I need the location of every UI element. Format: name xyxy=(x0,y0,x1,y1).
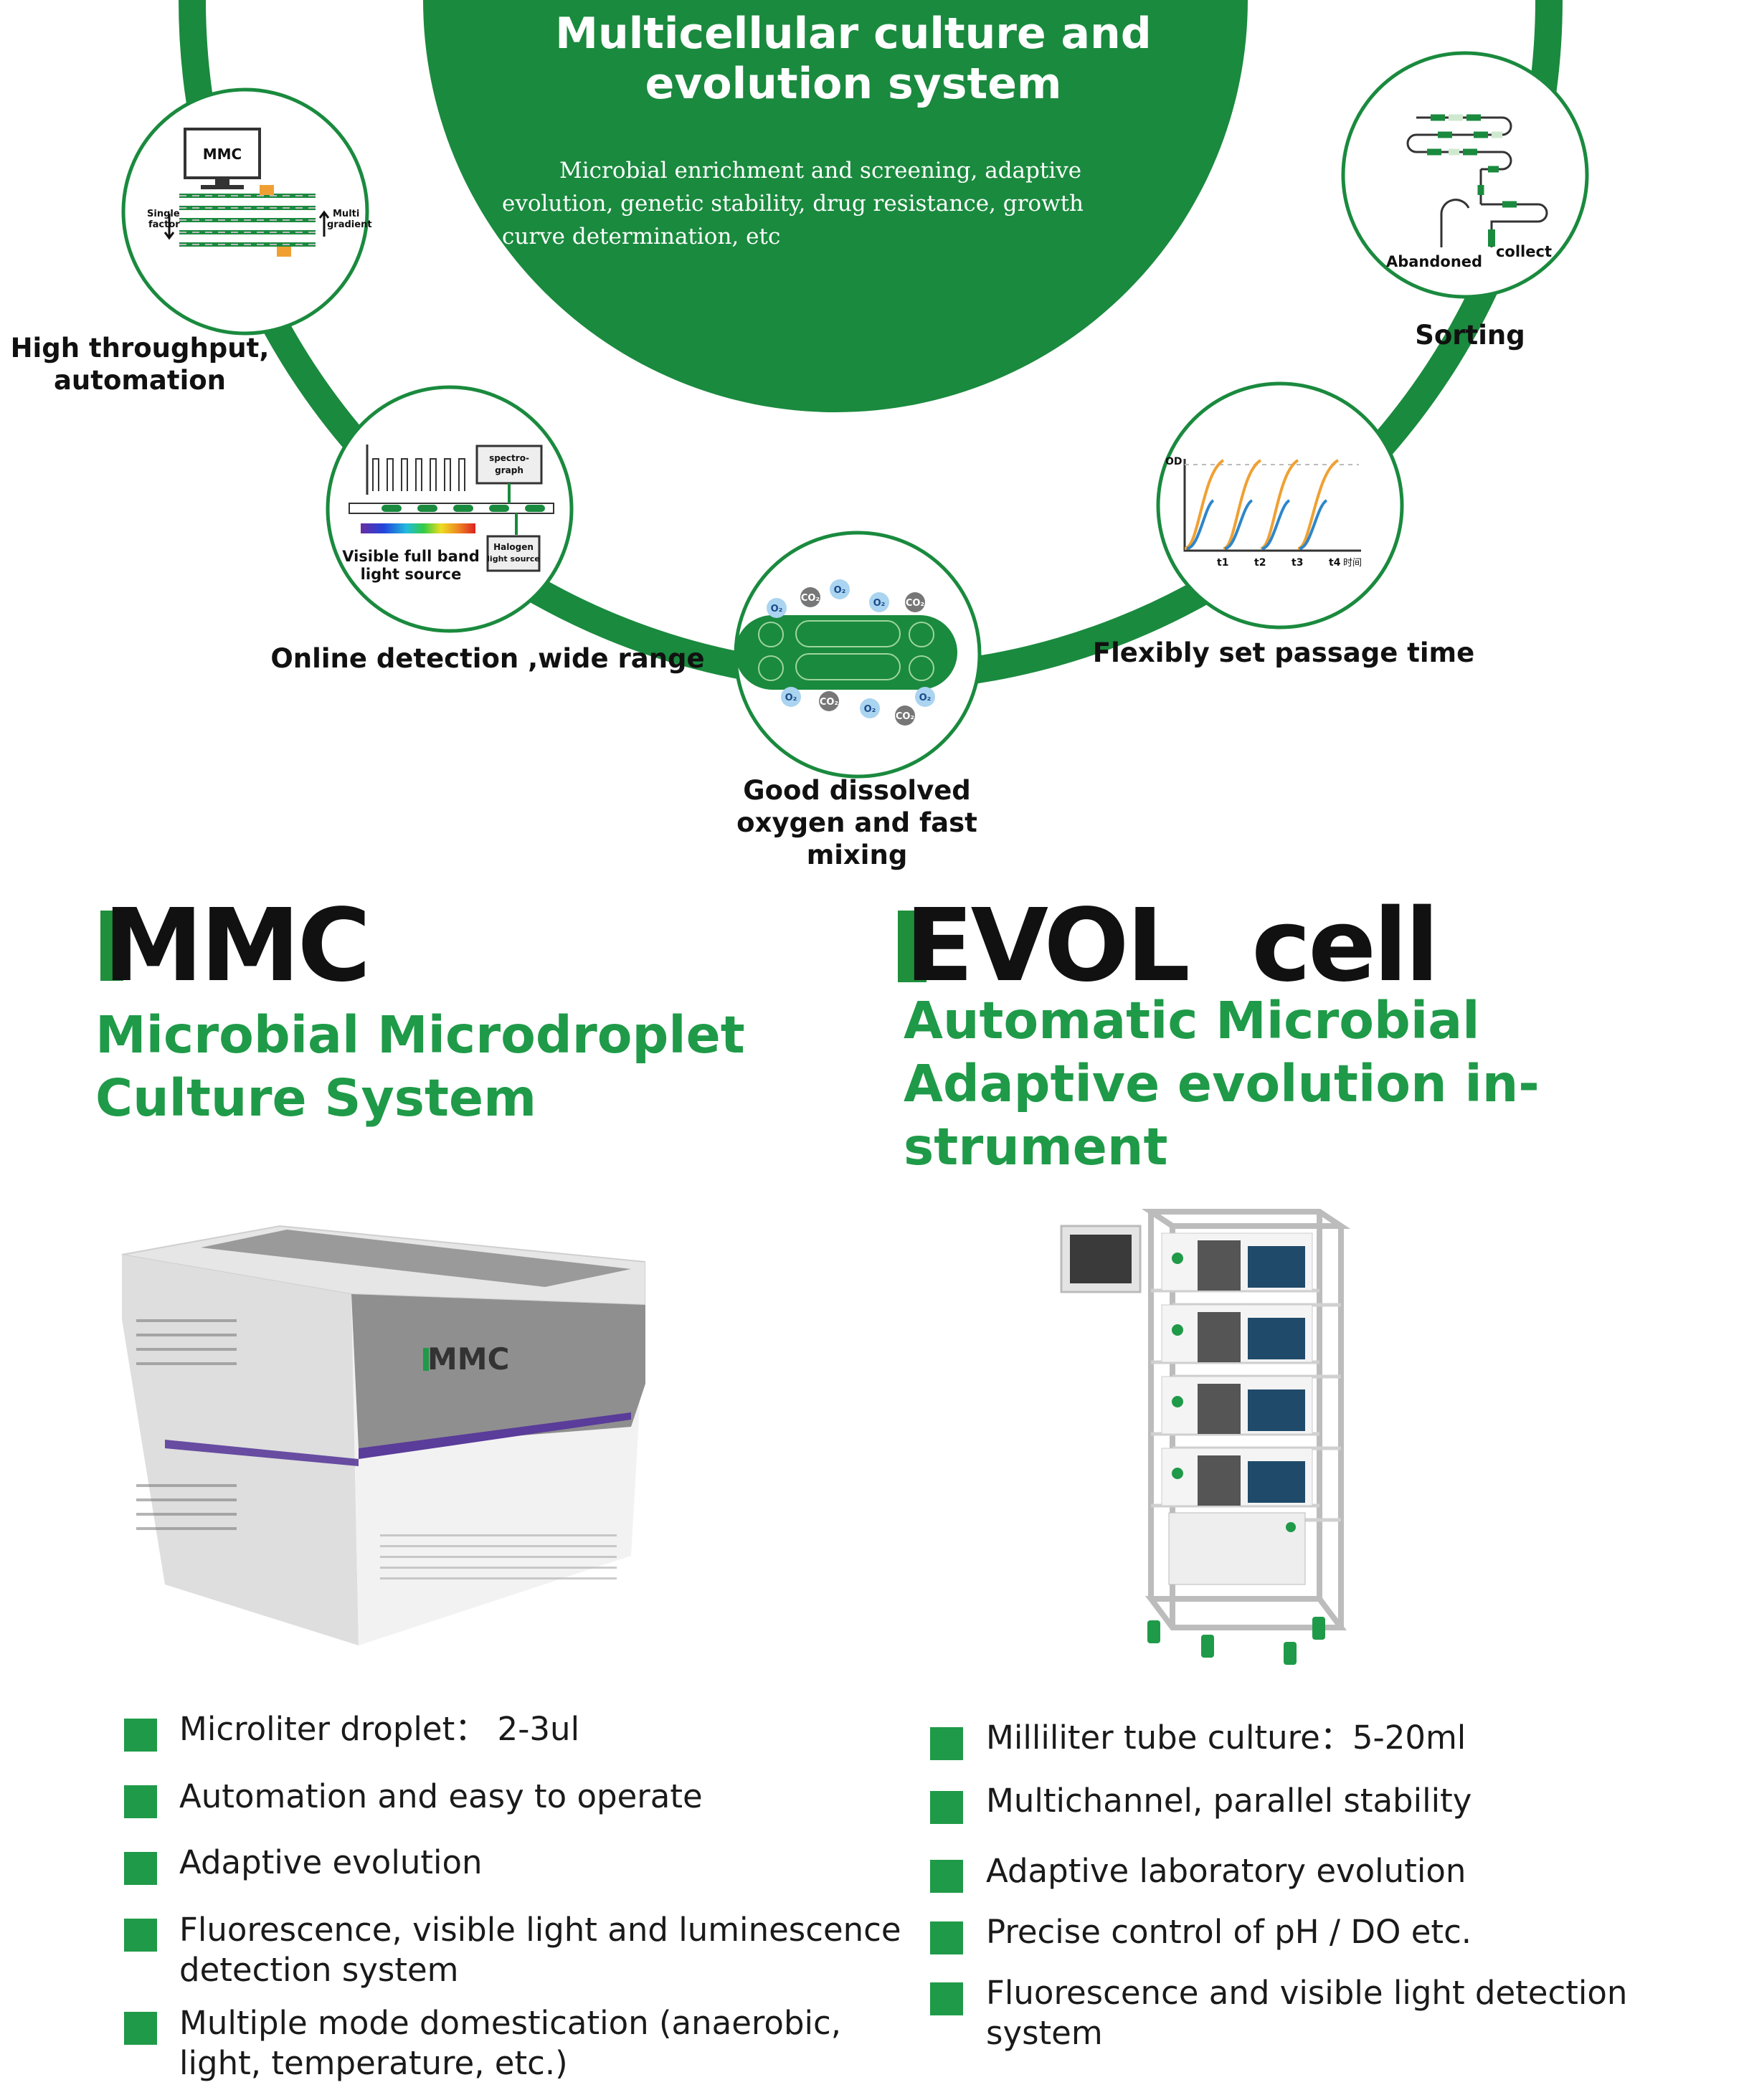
evol-device-image xyxy=(1060,1209,1351,1665)
evolution-system-diagram: MMC Single factor Multi gradient spectro… xyxy=(121,0,1589,779)
svg-text:light source: light source xyxy=(487,554,540,564)
svg-text:O₂: O₂ xyxy=(919,693,932,703)
hero-circle xyxy=(423,0,1248,412)
svg-text:O₂: O₂ xyxy=(864,704,876,715)
evol-title-line2: Adaptive evolution in- xyxy=(904,1054,1540,1113)
passage-time-diagram: OD t1 t2 t3 t4 时间 xyxy=(1156,381,1404,629)
bullet-icon xyxy=(930,1982,963,2015)
monitor-label: MMC xyxy=(203,146,242,163)
tick-t1: t1 xyxy=(1217,557,1228,569)
x-axis-label: 时间 xyxy=(1343,558,1362,569)
svg-text:spectro-: spectro- xyxy=(489,453,529,463)
single-factor-note: Single xyxy=(147,209,180,219)
evol-brand-logo: EVOL cell xyxy=(905,888,1439,1004)
feature-label-sorting: Sorting xyxy=(1415,320,1525,351)
svg-text:O₂: O₂ xyxy=(834,585,846,596)
feature-label-passage-time: Flexibly set passage time xyxy=(1092,637,1475,668)
svg-text:gradient: gradient xyxy=(327,219,372,230)
spectrograph-box xyxy=(475,445,543,485)
svg-text:CO₂: CO₂ xyxy=(896,711,914,722)
bullet-icon xyxy=(124,1852,157,1885)
signal-peaks-icon xyxy=(372,458,465,491)
tick-t3: t3 xyxy=(1292,557,1303,569)
evol-title-line3: strument xyxy=(904,1117,1168,1177)
svg-text:CO₂: CO₂ xyxy=(906,598,924,609)
mmc-spec-5-line2: light, temperature, etc.) xyxy=(179,2044,568,2082)
pump-icon xyxy=(260,185,274,195)
abandoned-label: Abandoned xyxy=(1386,253,1482,270)
hero-subtitle: Microbial enrichment and screening, adap… xyxy=(502,158,1084,250)
mmc-spec-4-line1: Fluorescence, visible light and luminesc… xyxy=(179,1911,901,1949)
mmc-spec-3: Adaptive evolution xyxy=(179,1843,483,1881)
bullet-icon xyxy=(930,1860,963,1893)
bullet-icon xyxy=(124,1719,157,1752)
svg-text:O₂: O₂ xyxy=(785,693,797,703)
svg-text:CO₂: CO₂ xyxy=(820,697,838,708)
bullet-icon xyxy=(124,2012,157,2045)
touchscreen xyxy=(1070,1235,1132,1283)
spectrum-bar xyxy=(361,523,475,533)
arrow-down-icon xyxy=(164,214,175,240)
y-axis-label: OD xyxy=(1165,456,1183,467)
evol-title: Automatic Microbial Adaptive evolution i… xyxy=(904,989,1692,1179)
device-logo: MMC xyxy=(427,1341,509,1377)
feature-label-oxygen: Good dissolved oxygen and fast mixing xyxy=(736,775,977,870)
svg-text:graph: graph xyxy=(495,465,523,475)
mmc-spec-5: Multiple mode domestication (anaerobic, … xyxy=(179,2003,841,2084)
collect-label: collect xyxy=(1496,243,1552,260)
mmc-spec-2: Automation and easy to operate xyxy=(179,1777,703,1815)
bullet-icon xyxy=(930,1921,963,1954)
mmc-title-line2: Culture System xyxy=(95,1068,537,1128)
multi-gradient-note: Multi xyxy=(333,209,359,219)
evol-spec-1: Milliliter tube culture：5-20ml xyxy=(986,1719,1466,1757)
evol-title-line1: Automatic Microbial xyxy=(904,991,1480,1050)
mmc-spec-4-line2: detection system xyxy=(179,1951,459,1989)
svg-text:CO₂: CO₂ xyxy=(801,593,820,604)
high-throughput-diagram: MMC Single factor Multi gradient xyxy=(121,87,372,336)
chamber-shape xyxy=(735,615,957,690)
evol-spec-4: Precise control of pH / DO etc. xyxy=(986,1913,1472,1951)
mmc-title: Microbial Microdroplet Culture System xyxy=(95,1004,812,1130)
svg-text:Halogen: Halogen xyxy=(493,542,534,552)
evol-spec-2: Multichannel, parallel stability xyxy=(986,1782,1472,1820)
feature-label-high-throughput: High throughput, automation xyxy=(10,333,270,396)
evol-spec-5: Fluorescence and visible light detection… xyxy=(986,1973,1627,2053)
svg-text:Visible full band: Visible full band xyxy=(342,548,480,565)
mmc-device-image: MMC xyxy=(121,1225,645,1645)
tick-t2: t2 xyxy=(1254,557,1266,569)
evol-spec-3: Adaptive laboratory evolution xyxy=(986,1852,1466,1890)
evol-spec-5-line1: Fluorescence and visible light detection xyxy=(986,1974,1628,2012)
feature-label-online-detection: Online detection ,wide range xyxy=(270,643,705,674)
svg-text:light source: light source xyxy=(361,566,462,583)
mmc-spec-1: Microliter droplet： 2-3ul xyxy=(179,1710,580,1748)
bullet-icon xyxy=(124,1919,157,1952)
evol-brand-bar xyxy=(898,911,926,982)
sorting-diagram: Abandoned collect xyxy=(1341,51,1589,299)
bullet-icon xyxy=(930,1727,963,1760)
halogen-box xyxy=(486,535,541,572)
arrow-up-icon xyxy=(318,210,330,237)
bullet-icon xyxy=(124,1785,157,1818)
mmc-title-line1: Microbial Microdroplet xyxy=(95,1005,745,1065)
online-detection-diagram: spectro- graph Halogen light source xyxy=(326,385,574,633)
mmc-brand-logo: MMC xyxy=(103,888,371,1004)
hero-title: Multicellular culture and evolution syst… xyxy=(555,9,1152,109)
mmc-brand-bar xyxy=(100,911,123,981)
mmc-spec-5-line1: Multiple mode domestication (anaerobic, xyxy=(179,2004,842,2042)
oxygen-diagram: O₂ CO₂ O₂ O₂ CO₂ O₂ CO₂ O₂ O₂ CO₂ xyxy=(734,531,982,779)
bullet-icon xyxy=(930,1791,963,1824)
evol-spec-5-line2: system xyxy=(986,2014,1103,2052)
tick-t4: t4 xyxy=(1329,557,1341,569)
svg-text:O₂: O₂ xyxy=(873,598,886,609)
svg-text:O₂: O₂ xyxy=(771,604,783,614)
svg-text:factor: factor xyxy=(148,219,180,230)
mmc-spec-4: Fluorescence, visible light and luminesc… xyxy=(179,1910,901,1990)
